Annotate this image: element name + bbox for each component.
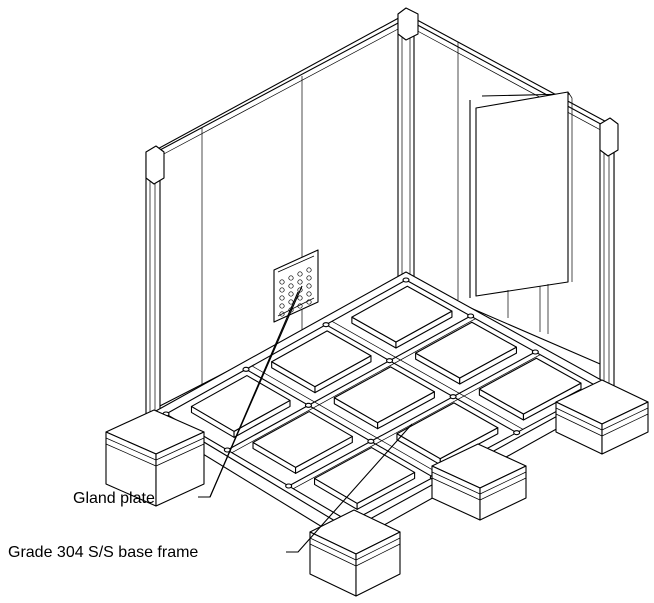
foot-left — [105, 409, 205, 507]
cover-panel — [333, 366, 435, 430]
cover-panel — [252, 411, 353, 474]
gland-hole — [279, 279, 285, 285]
foot-right — [555, 379, 649, 455]
cover-panel — [190, 375, 291, 438]
frame-bolt — [322, 322, 330, 328]
base-frame-callout: Grade 304 S/S base frame — [8, 423, 413, 561]
frame-beam-u1 — [325, 324, 517, 434]
frame-bolt — [531, 349, 539, 355]
gland-hole — [288, 291, 294, 297]
gland-plate — [273, 249, 319, 323]
gland-hole — [306, 283, 312, 289]
gland-hole — [306, 299, 312, 305]
frame-beam-v-edge0 — [231, 318, 476, 454]
frame-bolt — [242, 366, 250, 372]
gland-hole — [297, 287, 303, 293]
corner-post-back — [397, 7, 419, 283]
cover-panel — [313, 447, 416, 510]
gland-plate-label: Gland plate — [73, 490, 155, 507]
support-feet — [105, 379, 649, 597]
gland-hole — [297, 295, 303, 301]
gland-hole — [306, 275, 312, 281]
gland-hole — [288, 283, 294, 289]
corner-post-left — [145, 145, 165, 415]
gland-hole — [306, 267, 312, 273]
gland-hole — [306, 291, 312, 297]
frame-bolt — [367, 438, 375, 444]
frame-bolt — [386, 358, 394, 364]
gland-hole — [279, 287, 285, 293]
gland-hole — [297, 271, 303, 277]
gland-hole — [297, 303, 303, 309]
frame-beam-v0 — [227, 315, 471, 451]
frame-beam-v-edge1 — [293, 354, 541, 490]
open-door — [469, 91, 573, 334]
frame-bolt — [449, 394, 457, 400]
base-frame-label: Grade 304 S/S base frame — [8, 544, 198, 561]
frame-bolt — [467, 313, 475, 319]
frame-beam-v1 — [288, 351, 536, 487]
frame-bolt — [402, 277, 410, 283]
frame-beam-u-edge0 — [251, 365, 440, 475]
gland-hole — [279, 311, 285, 317]
corner-post-right — [599, 117, 619, 387]
cover-panel — [351, 285, 453, 349]
frame-bolt — [513, 430, 521, 436]
gland-hole — [279, 303, 285, 309]
frame-beam-u0 — [245, 368, 434, 478]
cover-panel — [415, 321, 518, 385]
frame-beam-u-edge1 — [331, 321, 524, 430]
frame-bolt — [304, 402, 312, 408]
cover-panel — [478, 357, 582, 421]
cover-panel — [271, 330, 372, 394]
gland-plate-callout: Gland plate — [73, 285, 303, 507]
frame-bolt — [285, 483, 293, 489]
gland-hole — [279, 295, 285, 301]
gland-hole — [297, 279, 303, 285]
foot-middle — [431, 443, 527, 521]
gland-hole — [288, 275, 294, 281]
foot-front — [309, 509, 401, 597]
